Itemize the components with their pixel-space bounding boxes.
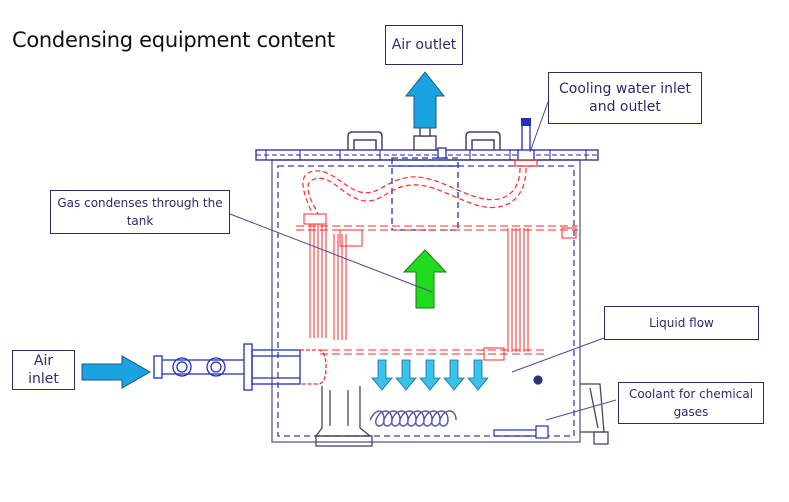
leader-liquid-flow bbox=[511, 337, 605, 373]
foot-left bbox=[314, 386, 372, 437]
liquid-flow-arrows bbox=[371, 359, 489, 391]
down-arrow-1 bbox=[371, 359, 393, 391]
duct-outline bbox=[391, 157, 459, 231]
left-tube-bundle bbox=[309, 224, 347, 340]
label-coolant: Coolant for chemical gases bbox=[618, 382, 764, 424]
outlet-nozzle bbox=[413, 125, 447, 159]
air-outlet-arrow bbox=[404, 71, 446, 129]
label-air-outlet-text: Air outlet bbox=[391, 37, 457, 53]
lifting-handles bbox=[347, 131, 501, 150]
coil-tube bbox=[302, 167, 527, 215]
label-air-inlet: Air inlet bbox=[12, 350, 75, 390]
handle-left bbox=[347, 131, 383, 150]
heat-exchanger bbox=[296, 213, 578, 361]
sensor-dot bbox=[533, 375, 543, 385]
foot-right bbox=[580, 383, 605, 433]
inlet-valve-2 bbox=[206, 357, 226, 377]
cooling-water-pipe bbox=[514, 118, 538, 167]
inlet-tank-flange bbox=[243, 343, 253, 391]
label-air-outlet: Air outlet bbox=[385, 25, 463, 65]
coil-path-inner bbox=[302, 167, 521, 215]
inner-duct bbox=[391, 157, 459, 231]
leader-lines bbox=[229, 101, 617, 421]
gas-up-arrow bbox=[402, 249, 448, 309]
outlet-flange bbox=[413, 135, 437, 151]
right-tube-bundle bbox=[507, 228, 529, 352]
tank-inner-dashed bbox=[277, 165, 575, 437]
inlet-valve-1 bbox=[172, 357, 192, 377]
coil-path-outer bbox=[307, 167, 527, 215]
handle-right bbox=[465, 131, 501, 150]
down-arrow-4 bbox=[443, 359, 465, 391]
down-arrow-2 bbox=[395, 359, 417, 391]
inlet-end-flange bbox=[153, 355, 163, 379]
down-arrow-3 bbox=[419, 359, 441, 391]
page-title: Condensing equipment content bbox=[12, 28, 335, 52]
inlet-pipe bbox=[153, 343, 327, 391]
label-gas-condenses-text: Gas condenses through the tank bbox=[57, 196, 223, 228]
label-liquid-flow-text: Liquid flow bbox=[649, 316, 714, 330]
label-gas-condenses: Gas condenses through the tank bbox=[50, 190, 230, 234]
support-feet bbox=[314, 383, 609, 447]
water-pipe-cap bbox=[521, 118, 531, 126]
air-inlet-arrow bbox=[81, 355, 152, 389]
label-liquid-flow: Liquid flow bbox=[604, 306, 759, 340]
label-cooling-water: Cooling water inlet and outlet bbox=[548, 72, 702, 124]
coolant-coil bbox=[369, 410, 457, 427]
label-coolant-text: Coolant for chemical gases bbox=[628, 387, 754, 419]
bottom-fitting bbox=[493, 375, 549, 439]
leader-gas-condenses bbox=[229, 213, 433, 293]
coolant-spiral bbox=[369, 410, 457, 427]
flow-arrows bbox=[81, 71, 448, 389]
down-arrow-5 bbox=[467, 359, 489, 391]
label-cooling-water-text: Cooling water inlet and outlet bbox=[559, 81, 691, 115]
leader-coolant bbox=[545, 399, 617, 421]
label-air-inlet-text: Air inlet bbox=[28, 353, 59, 387]
leader-cooling-water bbox=[529, 101, 549, 153]
